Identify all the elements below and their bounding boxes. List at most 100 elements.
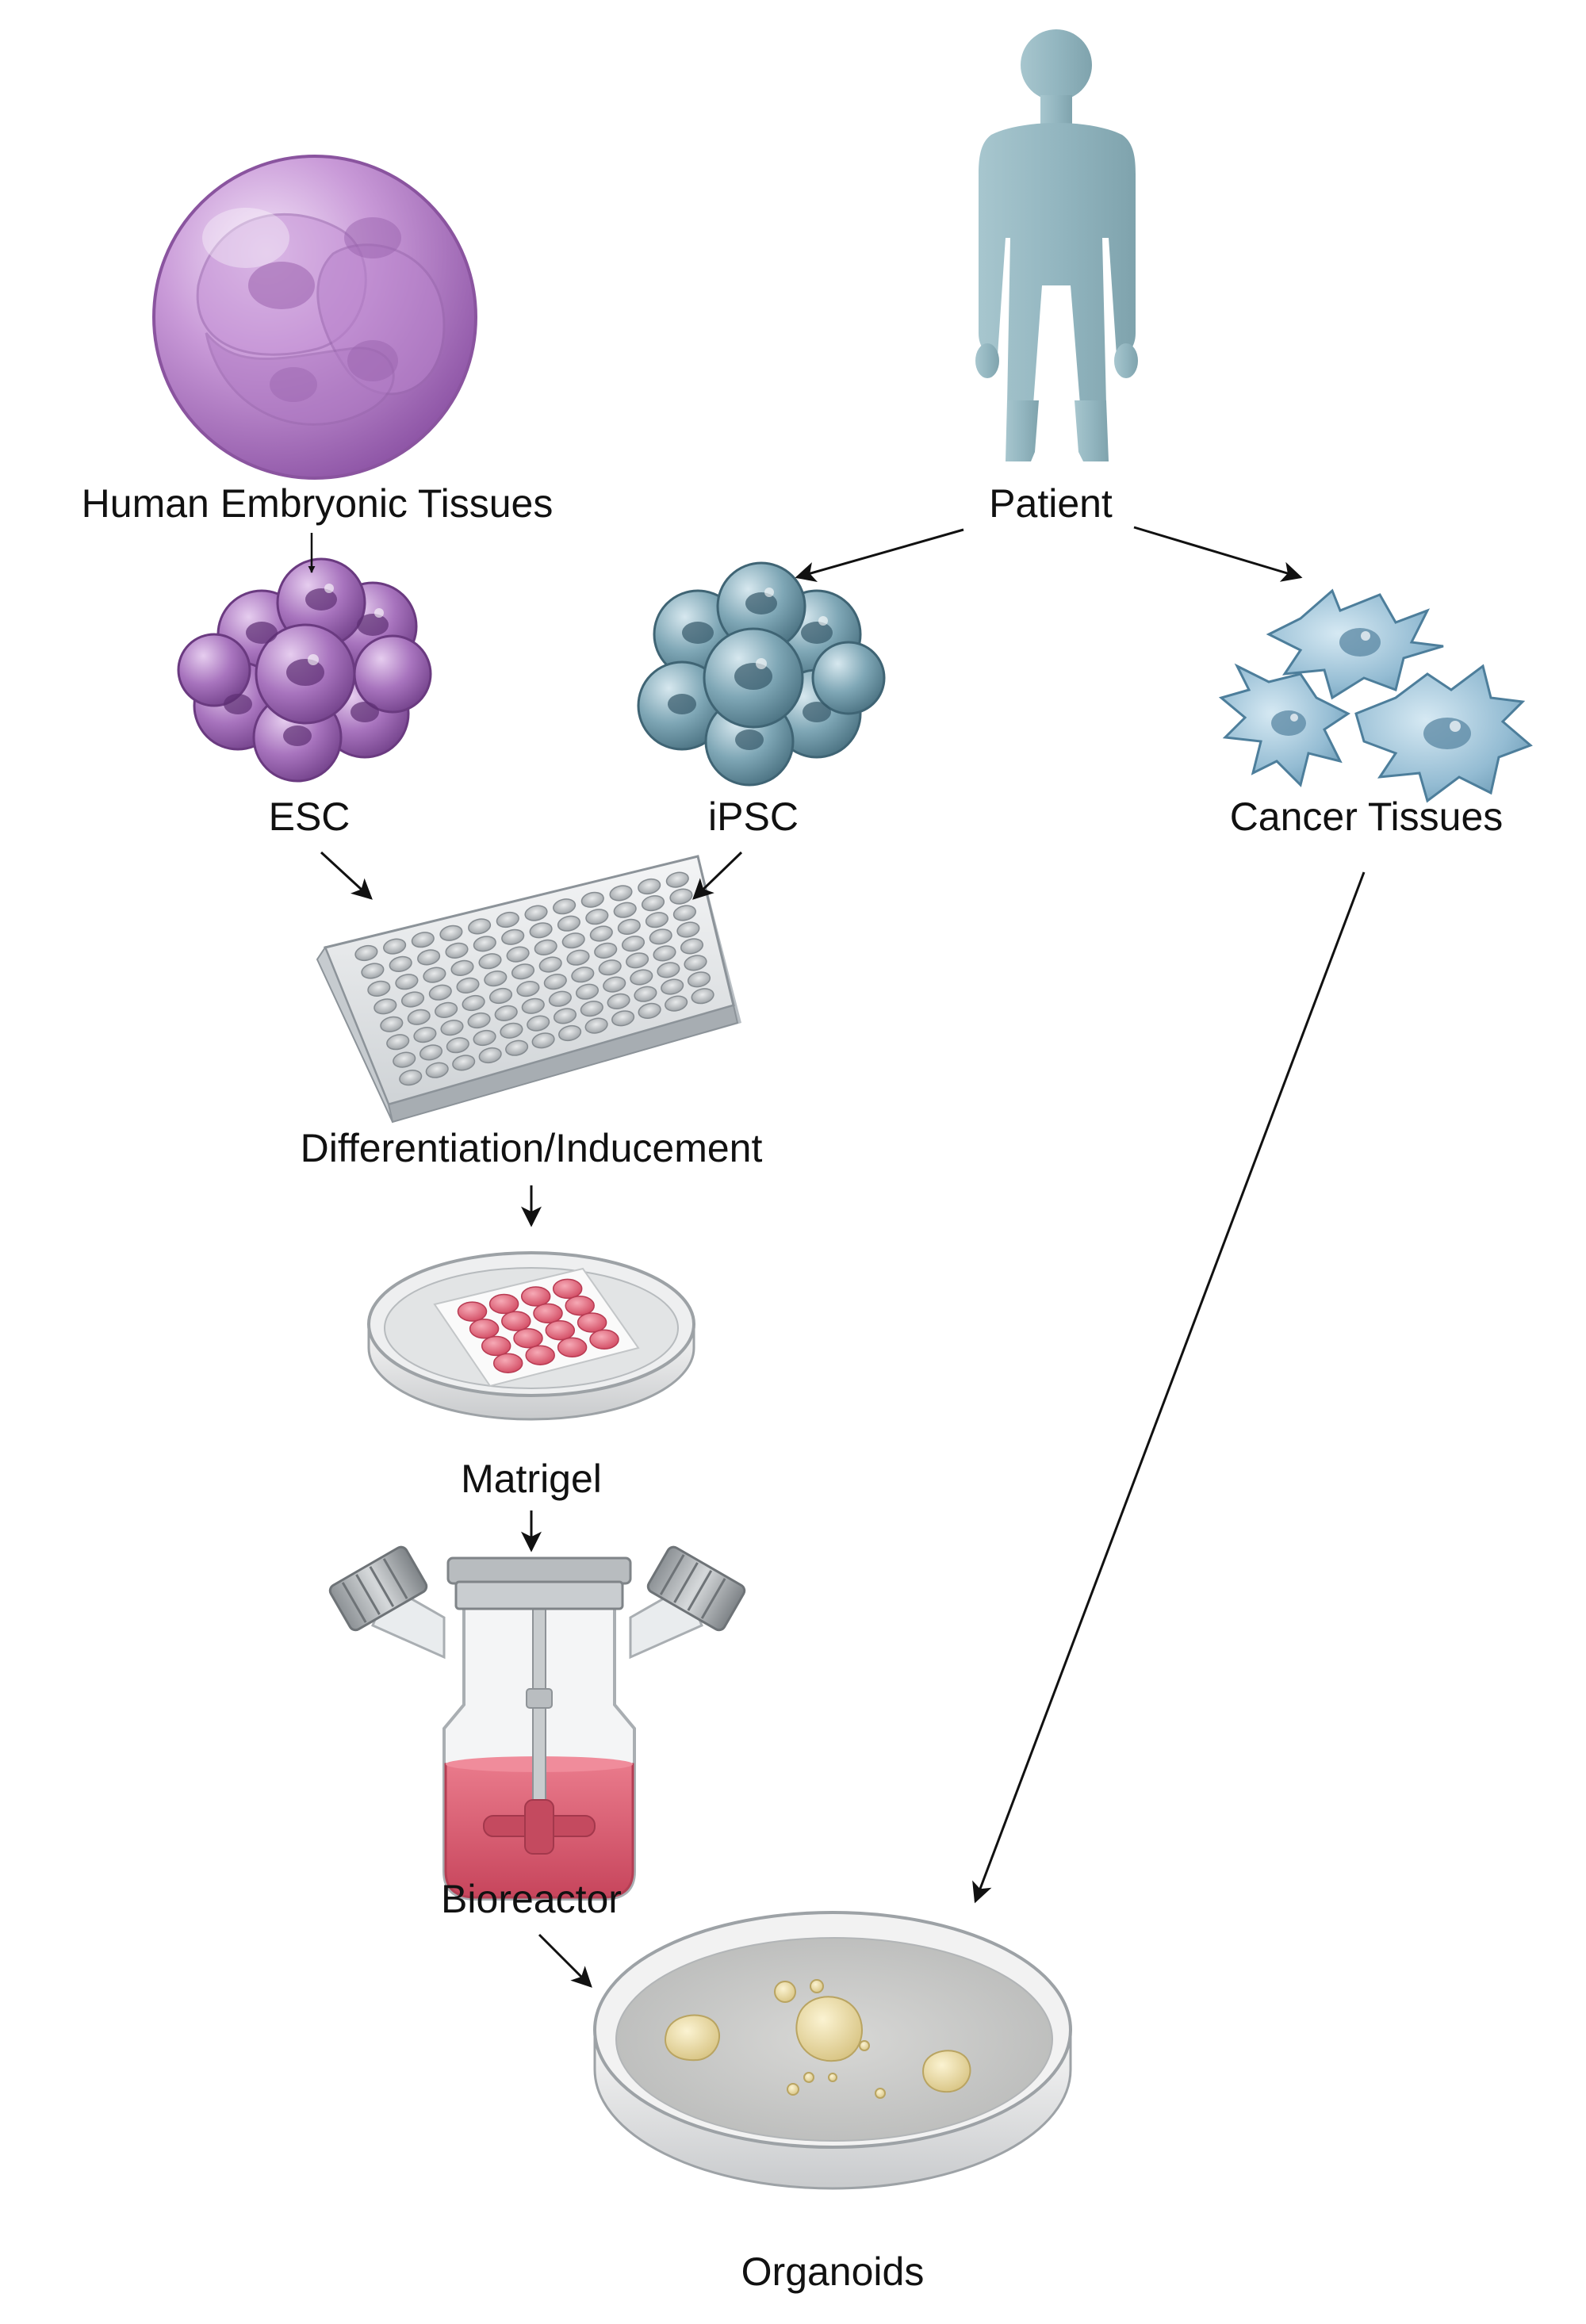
plate-well	[524, 905, 548, 921]
flow-arrows	[308, 526, 1366, 1988]
plate-well	[452, 1055, 476, 1071]
plate-well	[607, 993, 630, 1009]
matrigel-droplet	[557, 1337, 588, 1358]
matrigel-droplet	[520, 1286, 551, 1307]
plate-well	[500, 1022, 523, 1039]
plate-well	[580, 891, 604, 908]
plate-well	[511, 963, 535, 980]
matrigel-droplet	[457, 1301, 488, 1322]
plate-well	[516, 981, 540, 997]
plate-well	[407, 1009, 431, 1025]
plate-well	[473, 936, 496, 952]
plate-well	[603, 976, 626, 993]
plate-well	[505, 1039, 529, 1056]
matrigel-droplet	[492, 1353, 523, 1373]
plate-well	[450, 959, 474, 976]
organoid-dish-icon	[593, 1911, 1072, 2190]
matrigel-droplet	[545, 1320, 576, 1341]
label-differentiation-inducement: Differentiation/Inducement	[300, 1126, 763, 1170]
plate-well	[665, 871, 689, 888]
plate-well	[399, 1070, 423, 1086]
bioreactor-flask-icon	[328, 1545, 746, 1901]
matrigel-droplet	[533, 1303, 563, 1324]
plate-well	[400, 991, 425, 1008]
matrigel-droplet	[589, 1329, 619, 1350]
arrow-bioreactor-to-organoids	[538, 1933, 592, 1988]
plate-well	[558, 1024, 582, 1042]
plate-well	[634, 986, 657, 1002]
plate-well	[566, 949, 590, 966]
plate-well	[462, 994, 485, 1012]
plate-well	[354, 944, 378, 962]
plate-well	[543, 974, 567, 990]
ipsc-cluster-icon	[637, 561, 886, 787]
plate-well	[428, 984, 452, 1001]
plate-well	[473, 1029, 496, 1047]
well-plate-icon	[316, 855, 741, 1124]
plate-well	[393, 1051, 416, 1068]
plate-well	[531, 1032, 555, 1049]
plate-well	[585, 909, 609, 925]
plate-well	[538, 956, 562, 973]
matrigel-droplet	[469, 1319, 500, 1339]
plate-well	[613, 902, 637, 918]
label-bioreactor: Bioreactor	[441, 1877, 622, 1921]
plate-well	[557, 915, 580, 932]
plate-well	[425, 1062, 449, 1078]
esc-cluster-icon	[177, 557, 432, 783]
plate-well	[661, 978, 684, 995]
plate-well	[506, 946, 530, 963]
plate-well	[669, 888, 693, 905]
plate-well	[413, 1027, 437, 1043]
plate-well	[395, 974, 419, 990]
plate-well	[380, 1016, 404, 1032]
plate-well	[672, 905, 696, 921]
plate-well	[484, 971, 508, 987]
plate-well	[691, 988, 714, 1005]
plate-well	[440, 1020, 464, 1036]
plate-well	[571, 967, 595, 983]
plate-well	[630, 969, 653, 986]
matrigel-droplet	[488, 1293, 519, 1315]
petri-dish-matrigel-icon	[367, 1251, 695, 1421]
matrigel-droplet	[552, 1278, 583, 1300]
plate-well	[594, 942, 618, 959]
plate-well	[501, 928, 525, 945]
plate-well	[467, 1012, 491, 1029]
label-matrigel: Matrigel	[461, 1457, 602, 1501]
plate-well	[645, 912, 668, 928]
plate-well	[609, 885, 633, 902]
plate-well	[439, 925, 463, 941]
plate-well	[575, 983, 600, 1000]
arrow-patient-to-ipsc	[795, 528, 964, 583]
plate-well	[561, 932, 585, 949]
plate-well	[621, 936, 646, 952]
plate-well	[589, 925, 613, 942]
plate-well	[657, 962, 680, 978]
matrigel-droplet	[513, 1327, 543, 1349]
label-esc: ESC	[268, 794, 351, 839]
plate-well	[580, 1001, 603, 1017]
label-human-embryonic-tissues: Human Embryonic Tissues	[81, 481, 554, 526]
plate-well	[521, 997, 545, 1014]
plate-well	[478, 953, 502, 970]
plate-well	[676, 921, 700, 938]
label-ipsc: iPSC	[708, 794, 799, 839]
plate-well	[641, 895, 665, 912]
plate-well	[494, 1005, 518, 1021]
plate-well	[456, 977, 480, 994]
human-figure-icon	[975, 29, 1138, 461]
plate-well	[435, 1001, 458, 1018]
plate-well	[488, 987, 513, 1005]
plate-well	[553, 898, 577, 915]
plate-well	[386, 1034, 410, 1051]
plate-well	[374, 998, 397, 1015]
plate-well	[611, 1010, 635, 1027]
plate-well	[638, 1002, 661, 1019]
plate-well	[423, 967, 446, 983]
plate-well	[417, 949, 441, 966]
plate-well	[446, 1037, 469, 1054]
arrow-patient-to-cancer	[1133, 526, 1303, 582]
plate-well	[529, 922, 553, 939]
